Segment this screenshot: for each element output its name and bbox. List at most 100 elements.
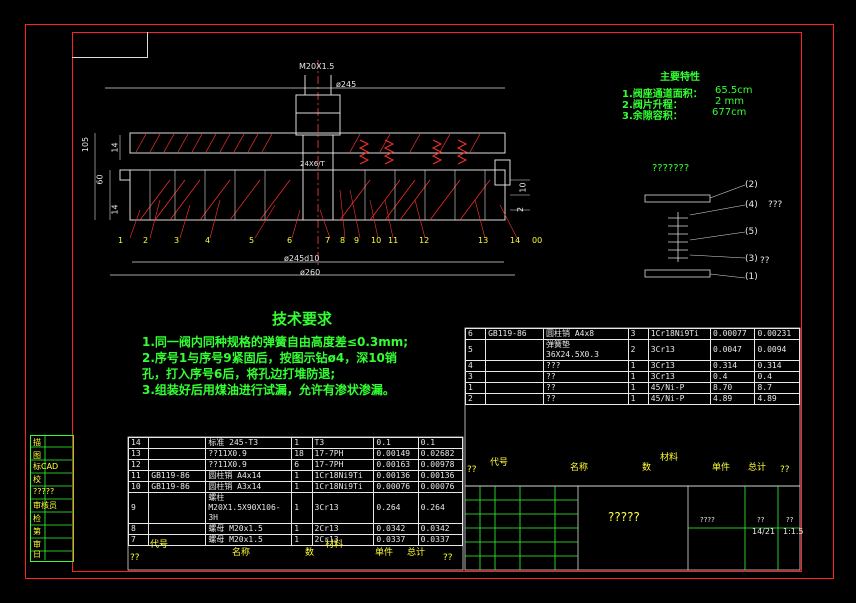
table-cell: 1	[291, 492, 313, 524]
part-label-1: (1)	[745, 272, 758, 282]
table-cell: 2Cr13	[311, 534, 375, 546]
table-cell: 0.4	[754, 371, 800, 383]
tech-req-title: 技术要求	[272, 310, 333, 328]
table-cell: 17-7PH	[311, 459, 375, 471]
table-cell	[148, 492, 207, 524]
table-cell: 0.264	[373, 492, 419, 524]
leader-3: 3	[174, 236, 180, 245]
table-cell: 3Cr13	[647, 371, 711, 383]
leader-2: 2	[143, 236, 149, 245]
tech-req-line-2: 2.序号1与序号9紧固后，按图示钻ø4，深10销	[142, 351, 397, 365]
table-cell: 9	[127, 492, 150, 524]
table-cell: ??11X0.9	[205, 459, 293, 471]
table-cell: 0.314	[754, 360, 800, 372]
leader-1: 1	[118, 236, 124, 245]
dim-h10: 10	[518, 182, 528, 193]
table-cell: 3Cr13	[647, 339, 711, 361]
bom-left-h5: 单件	[375, 548, 394, 558]
dim-h14a: 14	[110, 142, 120, 153]
table-cell: 5	[464, 339, 487, 361]
table-cell	[485, 360, 544, 372]
table-cell: 1	[291, 437, 313, 449]
table-cell: GB119-86	[148, 481, 207, 493]
table-cell: 2	[627, 339, 649, 361]
table-cell: 8.7	[754, 382, 800, 394]
table-cell: 0.314	[709, 360, 756, 372]
table-cell	[485, 393, 544, 405]
leader-13: 13	[478, 236, 489, 245]
left-strip	[30, 435, 74, 562]
part-label-q1: ???	[768, 200, 783, 210]
part-label-5: (5)	[745, 227, 758, 237]
table-cell: 0.264	[417, 492, 464, 524]
table-cell	[148, 459, 207, 471]
table-cell	[485, 371, 544, 383]
table-cell: 6	[464, 328, 487, 340]
strip-6: 检	[33, 514, 41, 523]
leader-11: 11	[388, 236, 399, 245]
table-cell: 螺母 M20x1.5	[205, 534, 293, 546]
table-cell: 1	[627, 371, 649, 383]
part-diagram-title: ???????	[652, 163, 690, 174]
strip-2: 标CAD	[33, 462, 59, 471]
table-cell: 0.1	[373, 437, 419, 449]
table-cell	[148, 437, 207, 449]
leader-6: 6	[287, 236, 293, 245]
table-cell: 0.00149	[373, 448, 419, 460]
table-cell: 2Cr13	[311, 523, 375, 535]
leader-00: 00	[532, 236, 543, 245]
title-code-2: ??	[786, 516, 794, 524]
leader-8: 8	[340, 236, 346, 245]
bom-right-h0: ??	[467, 465, 477, 475]
bom-left-h3: 数	[305, 548, 315, 558]
inner-frame	[72, 32, 802, 572]
table-cell	[148, 523, 207, 535]
table-cell: 0.0337	[417, 534, 464, 546]
bom-left-h6: 总计	[407, 548, 426, 558]
bom-left-h7: ??	[443, 553, 453, 563]
table-cell: 1	[291, 470, 313, 482]
main-char-value-2: 2 mm	[715, 96, 745, 107]
part-label-3: (3)	[745, 254, 758, 264]
bom-right-h7: ??	[780, 465, 790, 475]
scale: 1:1.5	[783, 527, 804, 536]
table-cell: 4.89	[754, 393, 800, 405]
table-cell: 0.1	[417, 437, 464, 449]
table-cell: 10	[127, 481, 150, 493]
table-cell	[148, 448, 207, 460]
dim-h105: 105	[81, 136, 91, 153]
bom-left-h0: ??	[130, 553, 140, 563]
dim-m20: M20X1.5	[299, 62, 335, 71]
strip-7: 第	[33, 527, 41, 536]
table-cell: 12	[127, 459, 150, 471]
table-cell: 标准 245-T3	[205, 437, 293, 449]
table-cell: 14	[127, 437, 150, 449]
strip-8: 审	[33, 540, 41, 549]
main-char-1: 1.阀座通道面积：	[622, 89, 703, 100]
table-cell: 0.00077	[709, 328, 756, 340]
top-left-box	[72, 32, 148, 58]
dim-d260: ø260	[300, 268, 321, 277]
dim-h14b: 14	[110, 204, 120, 215]
table-cell: 0.02682	[417, 448, 464, 460]
bom-right-h6: 总计	[748, 463, 767, 473]
table-cell: 0.00163	[373, 459, 419, 471]
table-cell: ??	[543, 393, 629, 405]
table-cell: 0.00136	[417, 470, 464, 482]
table-cell: 2	[464, 393, 487, 405]
leader-4: 4	[205, 236, 211, 245]
table-cell: ??	[543, 382, 629, 394]
table-cell: 3Cr13	[647, 360, 711, 372]
